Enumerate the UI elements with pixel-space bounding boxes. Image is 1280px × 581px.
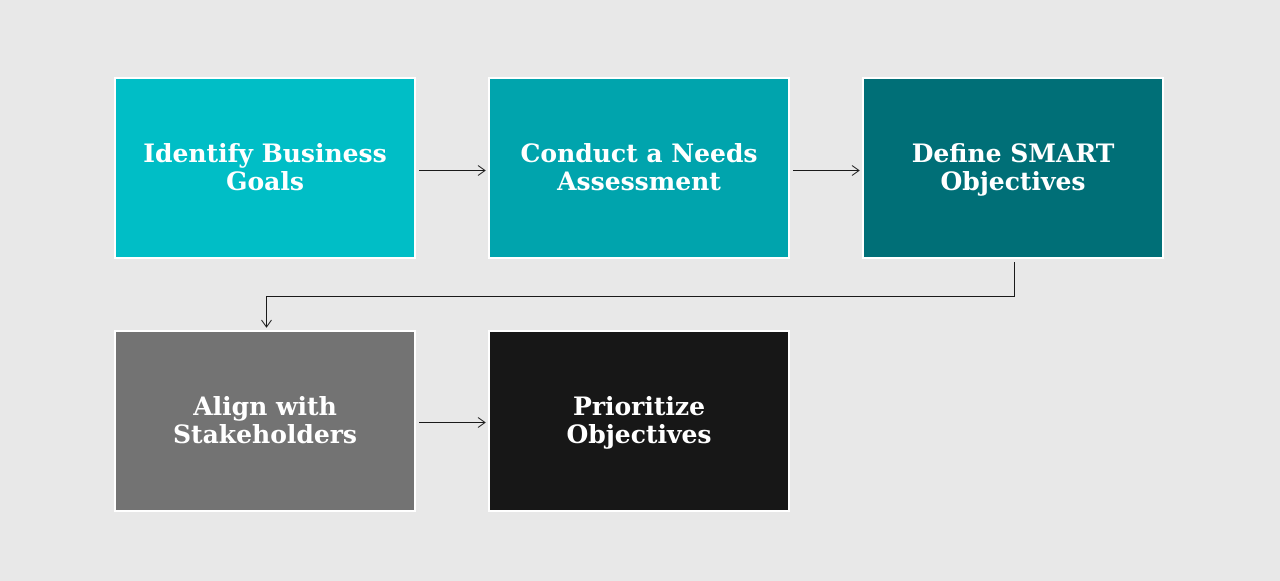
step-label: Prioritize Objectives xyxy=(566,392,712,449)
arrow-step1-to-step2 xyxy=(419,165,486,176)
step-prioritize-objectives: Prioritize Objectives xyxy=(488,330,790,512)
step-label: Align with Stakeholders xyxy=(172,392,357,449)
arrow-step4-to-step5 xyxy=(419,417,486,428)
step-define-smart-objectives: Define SMART Objectives xyxy=(862,77,1164,259)
step-label: Define SMART Objectives xyxy=(911,139,1115,196)
arrow-step2-to-step3 xyxy=(793,165,860,176)
step-label: Identify Business Goals xyxy=(143,139,387,196)
step-conduct-needs-assessment: Conduct a Needs Assessment xyxy=(488,77,790,259)
arrow-step3-to-step4 xyxy=(261,262,1015,328)
step-align-with-stakeholders: Align with Stakeholders xyxy=(114,330,416,512)
step-identify-business-goals: Identify Business Goals xyxy=(114,77,416,259)
step-label: Conduct a Needs Assessment xyxy=(520,139,758,196)
